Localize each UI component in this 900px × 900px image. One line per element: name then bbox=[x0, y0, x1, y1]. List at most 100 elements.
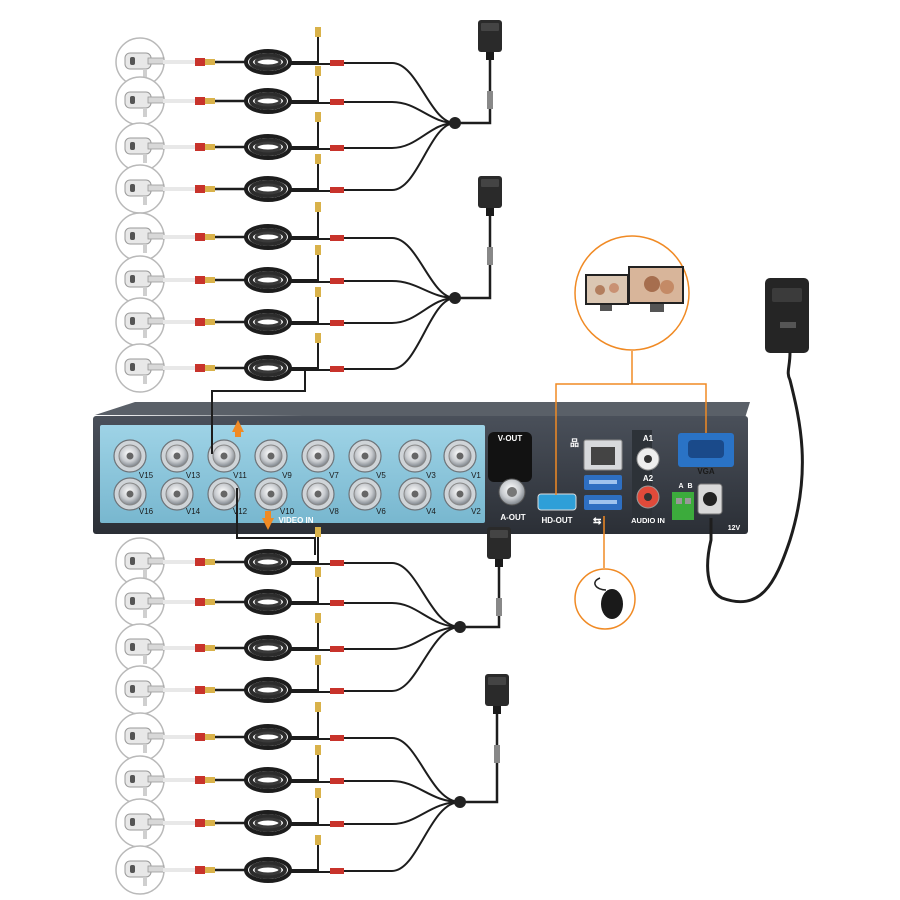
bnc-port-v4[interactable] bbox=[398, 477, 432, 511]
bnc-label: V2 bbox=[471, 507, 481, 516]
bnc-label: V15 bbox=[139, 471, 154, 480]
cable-coil bbox=[244, 810, 292, 836]
vga-label: VGA bbox=[697, 467, 715, 476]
splitter-hub bbox=[449, 292, 461, 304]
a2-label: A2 bbox=[643, 474, 654, 483]
camera-icon bbox=[115, 755, 165, 805]
mouse-icon bbox=[601, 589, 623, 619]
vga-port[interactable] bbox=[678, 433, 734, 467]
bnc-port-v11[interactable] bbox=[207, 439, 241, 473]
bnc-port-v12[interactable] bbox=[207, 477, 241, 511]
bnc-label: V8 bbox=[329, 507, 339, 516]
splitter-hub bbox=[449, 117, 461, 129]
lan-port[interactable] bbox=[583, 439, 623, 471]
bnc-port-v16[interactable] bbox=[113, 477, 147, 511]
bnc-label: V14 bbox=[186, 507, 201, 516]
bnc-label: V5 bbox=[376, 471, 386, 480]
bnc-port-v8[interactable] bbox=[301, 477, 335, 511]
aout-label: A-OUT bbox=[500, 513, 525, 522]
bnc-label: V9 bbox=[282, 471, 292, 480]
bnc-label: V13 bbox=[186, 471, 201, 480]
camera-icon bbox=[115, 577, 165, 627]
splitter-hub bbox=[454, 621, 466, 633]
camera-icon bbox=[115, 164, 165, 214]
camera-rows bbox=[115, 27, 461, 895]
cable-coil bbox=[244, 635, 292, 661]
bnc-port-v3[interactable] bbox=[398, 439, 432, 473]
camera-icon bbox=[115, 343, 165, 393]
camera-icon bbox=[115, 297, 165, 347]
cable-coil bbox=[244, 267, 292, 293]
bnc-port-v9[interactable] bbox=[254, 439, 288, 473]
bnc-port-v7[interactable] bbox=[301, 439, 335, 473]
camera-psu bbox=[449, 20, 502, 129]
dc-power-jack[interactable] bbox=[697, 483, 723, 515]
cable-coil bbox=[244, 677, 292, 703]
bnc-port-v10[interactable] bbox=[254, 477, 288, 511]
terminal-a-label: A bbox=[678, 483, 683, 490]
bnc-port-v1[interactable] bbox=[443, 439, 477, 473]
camera-row bbox=[115, 122, 456, 214]
bnc-port-v2[interactable] bbox=[443, 477, 477, 511]
power-adapter-icon bbox=[485, 674, 509, 714]
camera-row bbox=[115, 613, 461, 673]
camera-psu bbox=[454, 527, 511, 633]
video-in-label: VIDEO IN bbox=[278, 516, 313, 525]
monitor-callout bbox=[555, 235, 707, 495]
cable-coil bbox=[244, 88, 292, 114]
bnc-label: V10 bbox=[280, 507, 295, 516]
camera-row bbox=[115, 112, 456, 172]
camera-row bbox=[115, 745, 461, 805]
bnc-row-bottom: V16 V14 V12 V10 V8 V6 V4 V2 bbox=[113, 477, 481, 516]
dc-label: 12V bbox=[728, 525, 741, 532]
camera-row bbox=[115, 567, 461, 628]
splitter-hub bbox=[454, 796, 466, 808]
audio-rca-a2[interactable] bbox=[636, 485, 660, 509]
camera-icon bbox=[115, 665, 165, 715]
cable-coil bbox=[244, 857, 292, 883]
cable-coil bbox=[244, 724, 292, 750]
arrow-down-icon bbox=[262, 518, 274, 530]
cable-coil bbox=[244, 549, 292, 575]
hdout-label: HD-OUT bbox=[541, 516, 572, 525]
bnc-label: V12 bbox=[233, 507, 248, 516]
camera-row bbox=[115, 297, 456, 393]
audio-rca-a1[interactable] bbox=[636, 447, 660, 471]
vout-label: V-OUT bbox=[498, 434, 523, 443]
hdmi-port[interactable] bbox=[537, 493, 577, 511]
bnc-label: V4 bbox=[426, 507, 436, 516]
lower-link-cable bbox=[236, 488, 316, 555]
bnc-label: V6 bbox=[376, 507, 386, 516]
camera-row bbox=[115, 527, 461, 628]
camera-icon bbox=[115, 122, 165, 172]
alarm-terminal[interactable] bbox=[672, 492, 694, 520]
usb-port-1[interactable] bbox=[584, 475, 622, 490]
upper-link-cable bbox=[211, 368, 306, 454]
bnc-label: V1 bbox=[471, 471, 481, 480]
camera-row bbox=[115, 626, 461, 715]
cable-coil bbox=[244, 309, 292, 335]
camera-icon bbox=[115, 623, 165, 673]
terminal-b-label: B bbox=[687, 483, 692, 490]
camera-row bbox=[115, 287, 456, 347]
bnc-port-v15[interactable] bbox=[113, 439, 147, 473]
a1-label: A1 bbox=[643, 434, 654, 443]
camera-icon bbox=[115, 712, 165, 762]
cable-coil bbox=[244, 49, 292, 75]
bnc-port-v5[interactable] bbox=[348, 439, 382, 473]
power-adapter-icon bbox=[478, 20, 502, 60]
camera-icon bbox=[115, 76, 165, 126]
bnc-label: V16 bbox=[139, 507, 154, 516]
bnc-label: V7 bbox=[329, 471, 339, 480]
bnc-port-v6[interactable] bbox=[348, 477, 382, 511]
power-adapter-icon bbox=[478, 176, 502, 216]
cable-coil bbox=[244, 355, 292, 381]
cable-coil bbox=[244, 589, 292, 615]
bnc-port-v14[interactable] bbox=[160, 477, 194, 511]
camera-row bbox=[115, 66, 456, 126]
usb-port-2[interactable] bbox=[584, 495, 622, 510]
bnc-port-v13[interactable] bbox=[160, 439, 194, 473]
camera-psu bbox=[449, 176, 502, 304]
camera-row bbox=[115, 202, 456, 299]
usb-icon: ⇆ bbox=[593, 516, 602, 527]
